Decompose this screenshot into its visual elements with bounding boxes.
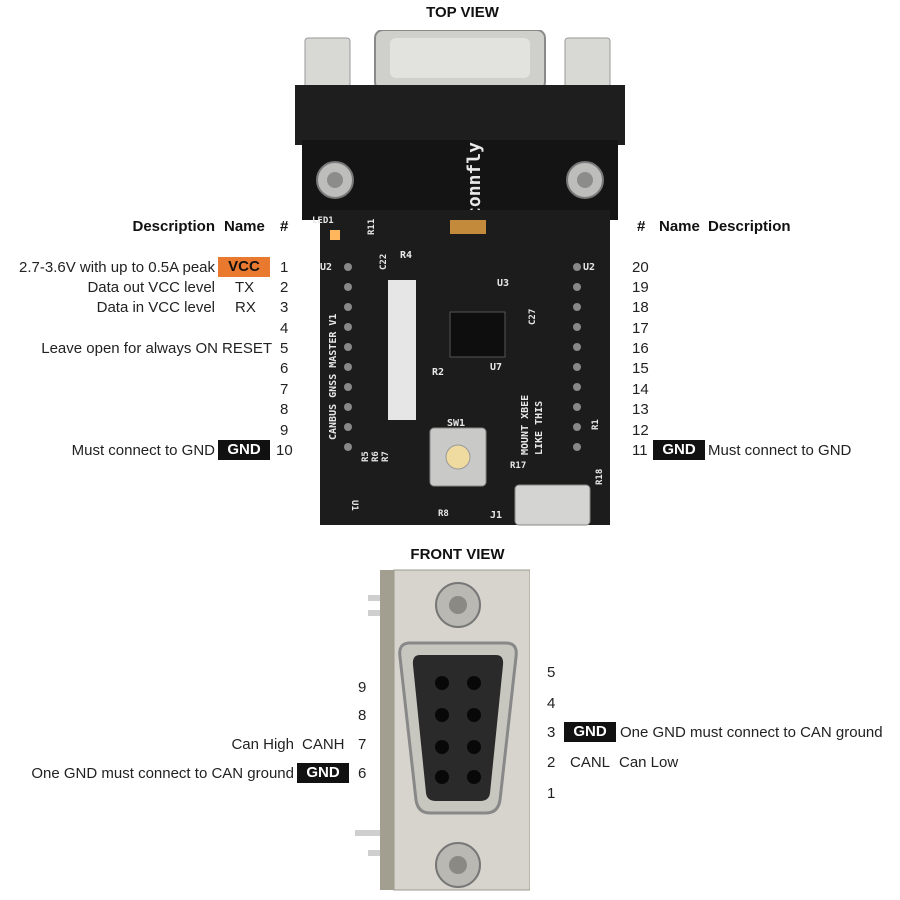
pin-number: 16 [632, 340, 649, 357]
pin-name: CANH [302, 736, 345, 753]
left-header-name: Name [224, 218, 265, 235]
right-header-name: Name [659, 218, 700, 235]
pin-name: CANL [570, 754, 611, 771]
right-header-description: Description [708, 218, 791, 235]
pin-number: 1 [280, 259, 289, 276]
label-u7: U7 [490, 362, 502, 373]
socket-holes [435, 676, 481, 784]
label-r6: R6 [371, 451, 381, 462]
pin-number: 6 [358, 765, 367, 782]
pin-name-badge: GND [564, 722, 616, 742]
pin-number: 3 [547, 724, 556, 741]
label-board-name: CANBUS GNSS MASTER V1 [328, 314, 339, 440]
pin-description: Data in VCC level [96, 299, 215, 316]
brand-label: connfly [464, 142, 485, 218]
pin-name-badge: GND [297, 763, 349, 783]
left-header-description: Description [132, 218, 215, 235]
pin-description: Must connect to GND [708, 442, 852, 459]
label-r7: R7 [381, 451, 391, 462]
label-r5: R5 [361, 451, 371, 462]
pin-number: 5 [547, 664, 556, 681]
pin-number: 7 [358, 736, 367, 753]
label-r11: R11 [367, 219, 377, 235]
pin-number: 10 [276, 442, 293, 459]
label-led1: LED1 [312, 216, 334, 226]
pin-name: TX [235, 279, 255, 296]
pin-number: 4 [547, 695, 556, 712]
label-r4: R4 [400, 250, 412, 261]
pin-name: RESET [222, 340, 273, 357]
standoff-left [304, 37, 351, 91]
left-header-pins [344, 263, 352, 451]
pin-number: 11 [632, 442, 648, 459]
pin-description: One GND must connect to CAN ground [31, 765, 294, 782]
label-r2: R2 [432, 367, 444, 378]
left-header-num: # [280, 218, 289, 235]
pin-description: 2.7-3.6V with up to 0.5A peak [19, 259, 215, 276]
pin-name-badge: GND [653, 440, 705, 460]
label-c27: C27 [528, 309, 538, 325]
top-view-title: TOP VIEW [426, 4, 499, 21]
pin-name: RX [235, 299, 256, 316]
pin-number: 2 [280, 279, 289, 296]
pin-description: Data out VCC level [87, 279, 215, 296]
standoff-right [564, 37, 611, 91]
pin-name-badge: GND [218, 440, 270, 460]
jumper [450, 220, 486, 234]
pin-number: 13 [632, 401, 649, 418]
pin-number: 20 [632, 259, 649, 276]
pin-number: 1 [547, 785, 556, 802]
pin-number: 6 [280, 360, 289, 377]
bracket-edge [380, 570, 396, 890]
pin-number: 2 [547, 754, 556, 771]
pin-description: Leave open for always ON [41, 340, 218, 357]
pin-description: Can High [231, 736, 294, 753]
pin-number: 18 [632, 299, 649, 316]
label-c22: C22 [379, 254, 389, 270]
pin-number: 7 [280, 381, 289, 398]
label-sw1: SW1 [447, 418, 465, 429]
label-u3: U3 [497, 278, 509, 289]
right-header-num: # [637, 218, 646, 235]
pin-description: Can Low [619, 754, 679, 771]
pin-number: 15 [632, 360, 649, 377]
label-j1: J1 [490, 510, 502, 521]
pin-number: 8 [280, 401, 289, 418]
pin-number: 5 [280, 340, 289, 357]
label-u2-left: U2 [320, 262, 332, 273]
label-u1: U1 [349, 500, 359, 511]
pin-description: Must connect to GND [71, 442, 215, 459]
led [330, 230, 340, 240]
pin-number: 12 [632, 422, 649, 439]
pin-number: 14 [632, 381, 649, 398]
label-xbee-1: MOUNT XBEE [520, 395, 531, 455]
pin-number: 8 [358, 707, 367, 724]
label-r18: R18 [595, 469, 605, 485]
antenna-pad [388, 280, 416, 420]
label-xbee-2: LIKE THIS [534, 401, 545, 455]
label-u2-right: U2 [583, 262, 595, 273]
right-header-pins [573, 263, 581, 451]
front-view-title: FRONT VIEW [410, 546, 505, 563]
pin-number: 4 [280, 320, 289, 337]
db9-front-illustration [355, 569, 530, 891]
pin-number: 17 [632, 320, 649, 337]
board-top-illustration: connfly LED1 R11 C22 R4 U2 U2 U3 C27 R2 … [295, 30, 625, 526]
ic-u7 [449, 311, 506, 358]
pin-name-badge: VCC [218, 257, 270, 277]
label-r17: R17 [510, 461, 526, 471]
pin-description: One GND must connect to CAN ground [620, 724, 883, 741]
usb-j1 [514, 484, 591, 526]
connector-body [295, 85, 625, 145]
socket-insert [412, 655, 504, 801]
pin-number: 19 [632, 279, 649, 296]
label-r8: R8 [438, 509, 449, 519]
pin-number: 9 [280, 422, 289, 439]
pin-number: 9 [358, 679, 367, 696]
label-r1: R1 [591, 419, 601, 430]
pin-number: 3 [280, 299, 289, 316]
